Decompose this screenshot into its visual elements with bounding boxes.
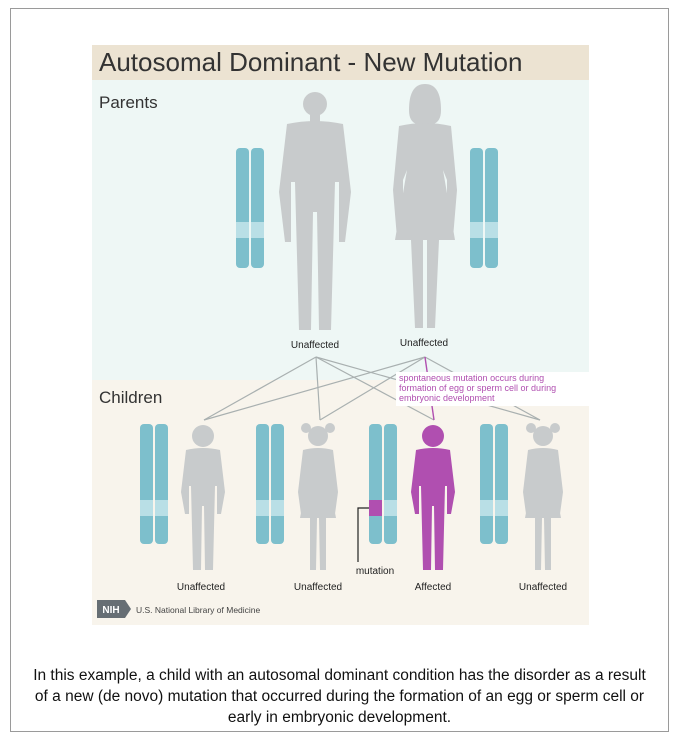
title-band xyxy=(92,45,589,80)
parents-heading: Parents xyxy=(99,93,158,112)
mutation-label: mutation xyxy=(356,566,394,577)
figure-caption: In this example, a child with an autosom… xyxy=(33,667,646,726)
father-label: Unaffected xyxy=(291,340,339,351)
note-line-2: formation of egg or sperm cell or during xyxy=(399,383,556,393)
mother-label: Unaffected xyxy=(400,338,448,349)
child4-label: Unaffected xyxy=(519,582,567,593)
child3-label: Affected xyxy=(415,582,452,593)
note-line-1: spontaneous mutation occurs during xyxy=(399,373,544,383)
nih-badge xyxy=(97,600,131,618)
spontaneous-mutation-note: spontaneous mutation occurs during forma… xyxy=(399,373,559,403)
nlm-credit: U.S. National Library of Medicine xyxy=(136,605,261,615)
spontaneous-note-bg xyxy=(396,372,589,406)
note-line-3: embryonic development xyxy=(399,393,495,403)
mutated-chromosome-band xyxy=(369,500,382,516)
child1-label: Unaffected xyxy=(177,582,225,593)
mutation-pointer xyxy=(357,507,369,562)
nih-badge-text: NIH xyxy=(102,605,119,616)
children-heading: Children xyxy=(99,388,162,407)
diagram-title: Autosomal Dominant - New Mutation xyxy=(99,47,522,77)
child2-label: Unaffected xyxy=(294,582,342,593)
